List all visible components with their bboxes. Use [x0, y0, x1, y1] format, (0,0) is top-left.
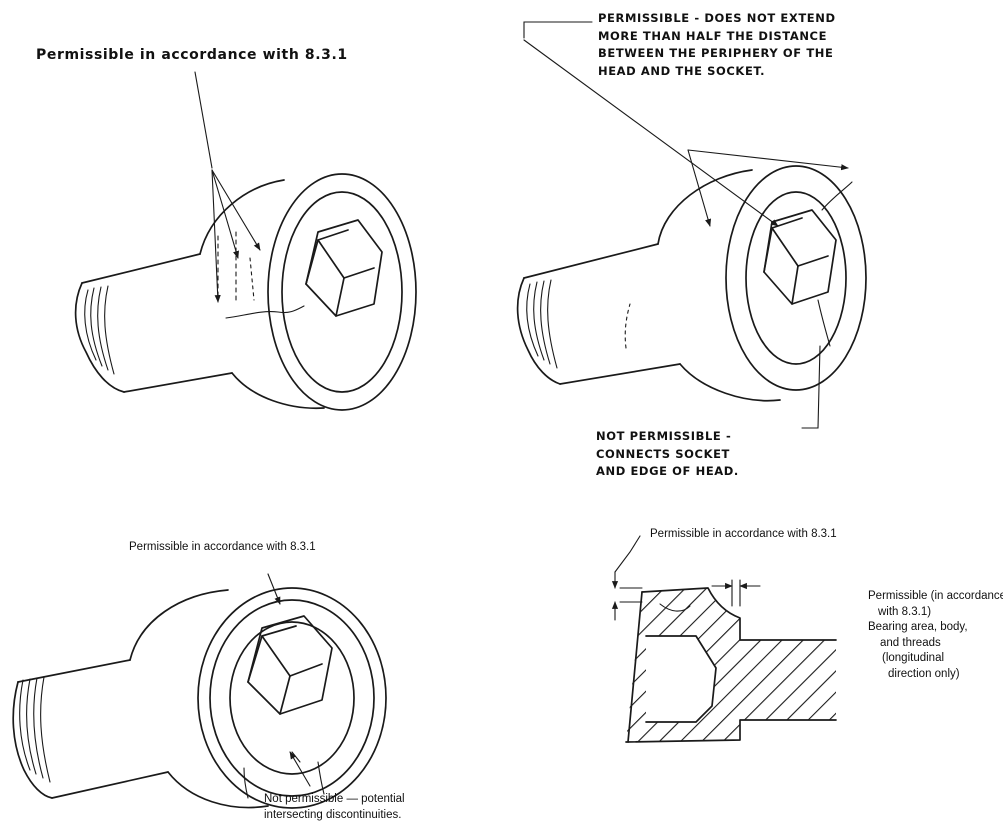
fig2-callout-line: HEAD AND THE SOCKET. [598, 63, 766, 78]
fig1-screw-drawing [74, 71, 417, 411]
fig1-callout-label: Permissible in accordance with 8.3.1 [36, 47, 348, 63]
fig4-callout-line: (longitudinal [882, 652, 945, 664]
fig4-callout-line: and threads [880, 636, 941, 649]
fig4-permissible-label: Permissible in accordance with 8.3.1 [650, 528, 837, 540]
fig3-permissible-label: Permissible in accordance with 8.3.1 [129, 541, 316, 553]
fig2-callout-line: BETWEEN THE PERIPHERY OF THE [598, 46, 834, 60]
fig2-screw-drawing [516, 21, 867, 429]
fig2-callout-line: PERMISSIBLE - DOES NOT EXTEND [598, 11, 836, 25]
fig4-permissible-callout: Permissible (in accordance with 8.3.1) B… [868, 589, 1003, 682]
fig3-screw-drawing [12, 573, 387, 809]
fig4-callout-line: with 8.3.1) [878, 605, 932, 618]
fig4-callout-line: Permissible (in accordance [868, 590, 1003, 602]
fig2-permissible-callout: PERMISSIBLE - DOES NOT EXTEND MORE THAN … [598, 10, 836, 80]
fig3-callout-line: intersecting discontinuities. [264, 808, 402, 821]
fig2-not-permissible-callout: NOT PERMISSIBLE - CONNECTS SOCKET AND ED… [596, 428, 739, 481]
fig4-callout-line: direction only) [888, 667, 960, 680]
fig2-callout-line: NOT PERMISSIBLE - [596, 429, 732, 443]
fig2-callout-line: MORE THAN HALF THE DISTANCE [598, 28, 828, 43]
fig3-callout-line: Not permissible — potential [264, 793, 405, 805]
fig2-callout-line: AND EDGE OF HEAD. [596, 464, 739, 478]
fig4-callout-line: Bearing area, body, [868, 621, 968, 633]
fig3-not-permissible-callout: Not permissible — potential intersecting… [264, 792, 405, 823]
fig2-callout-line: CONNECTS SOCKET [596, 446, 731, 461]
fig4-section-drawing [611, 535, 837, 743]
